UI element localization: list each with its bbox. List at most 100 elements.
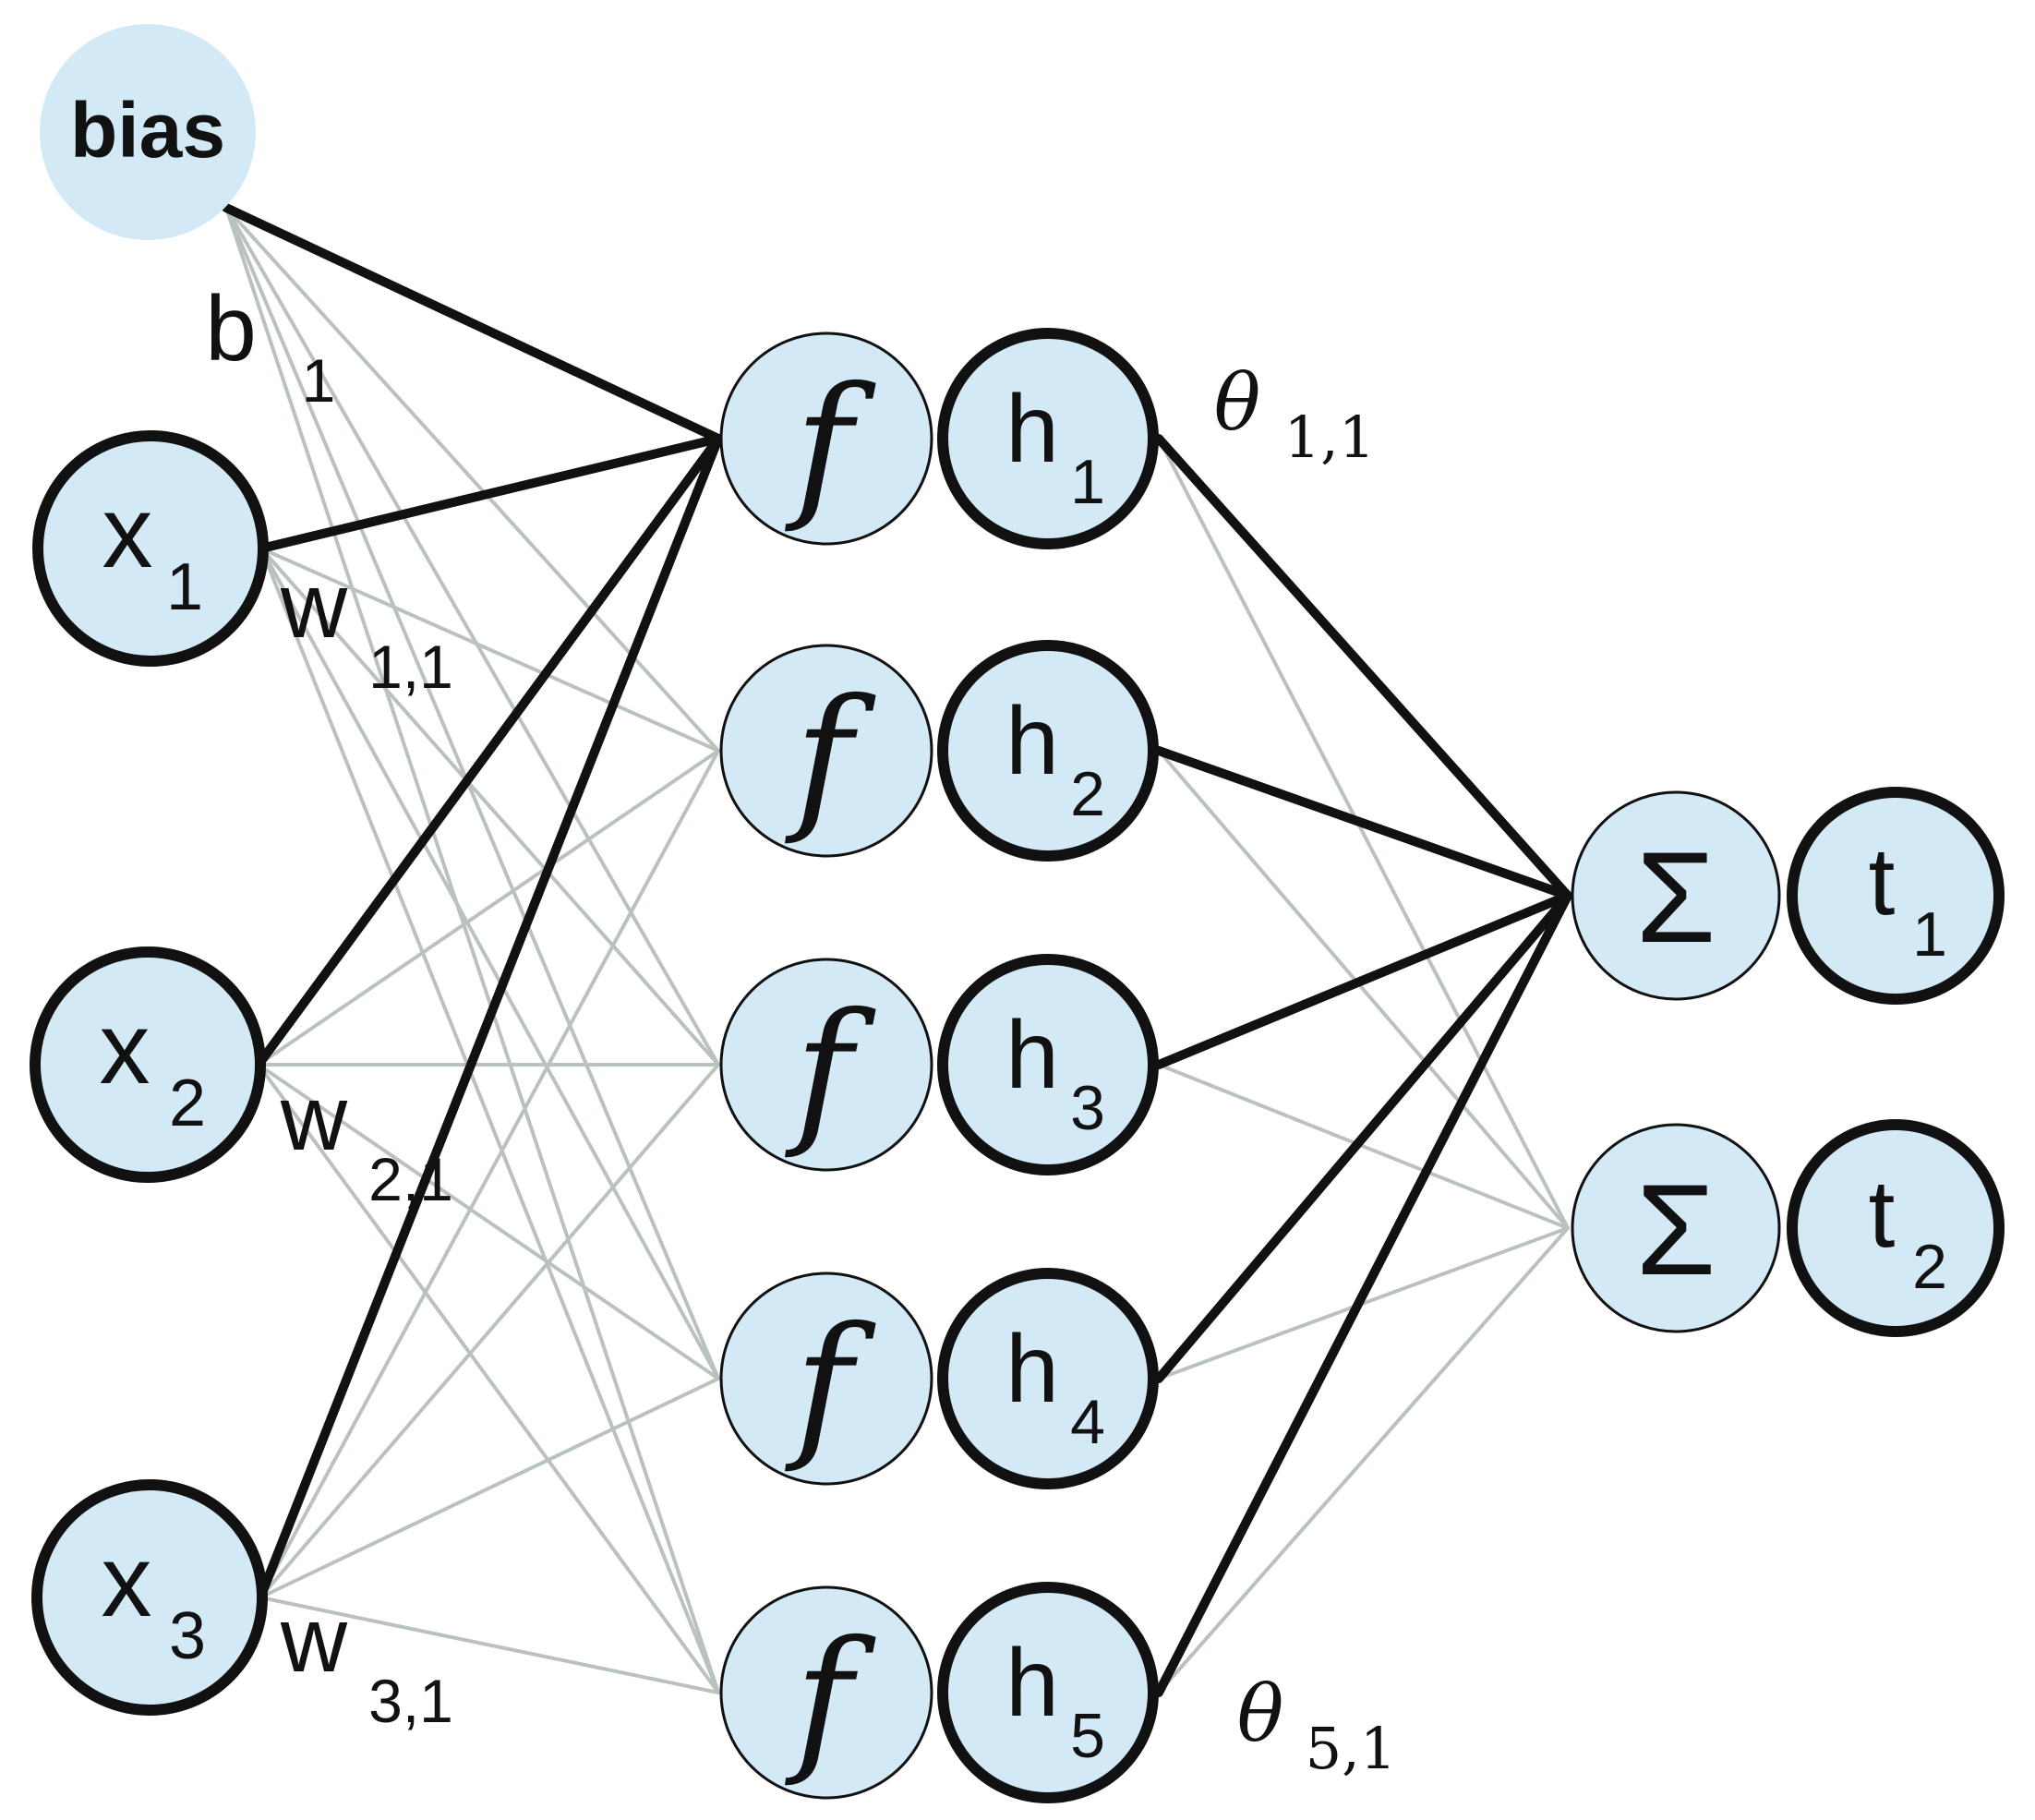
- connection-h5-to-sum-1: [1154, 891, 1572, 1697]
- output-subscript: 1: [1912, 899, 1947, 970]
- output-label: t: [1869, 828, 1896, 935]
- edge-label-main: w: [280, 1588, 348, 1692]
- connection-h4-to-sum-1: [1154, 891, 1572, 1383]
- connection-x1-to-activation-1: [257, 434, 723, 553]
- hidden-circle: [937, 1268, 1159, 1489]
- bias-node: bias: [40, 24, 256, 240]
- hidden-label: h: [1005, 1630, 1059, 1737]
- connection-bias-to-activation-5: [224, 206, 720, 1694]
- sum-node-1: Σ: [1571, 790, 1781, 1001]
- hidden-subscript: 5: [1070, 1701, 1105, 1771]
- hidden-label: h: [1005, 1316, 1059, 1423]
- activation-circle: [719, 958, 933, 1172]
- connection-x2-to-activation-1: [254, 434, 723, 1069]
- activation-node-4: f: [719, 1272, 933, 1486]
- connection-x2-to-activation-4: [257, 1063, 720, 1380]
- edge-labels: b 1 w 1,1 w 2,1 w 3,1 θ 1,1 θ 5,1: [205, 277, 1396, 1782]
- activation-circle: [719, 1585, 933, 1800]
- input-subscript: 1: [166, 550, 203, 624]
- bias-weight-label: b 1: [205, 277, 335, 415]
- bias-label: bias: [70, 87, 225, 174]
- sum-symbol: Σ: [1636, 1157, 1716, 1302]
- faint-connections: [224, 206, 1570, 1694]
- edge-label-subscript: 1,1: [368, 633, 453, 701]
- connection-h2-to-sum-2: [1157, 749, 1570, 1230]
- connection-x3-to-activation-3: [259, 1063, 720, 1599]
- bias-circle: [40, 24, 256, 240]
- activation-node-5: f: [719, 1585, 933, 1800]
- activation-node-2: f: [719, 644, 933, 858]
- activation-circle: [719, 1272, 933, 1486]
- connection-x1-to-activation-4: [259, 547, 720, 1380]
- input-circle: [32, 430, 269, 667]
- edge-label-main: θ: [1214, 357, 1261, 448]
- edge-label-subscript: 5,1: [1306, 1715, 1397, 1782]
- sum-symbol: Σ: [1636, 825, 1716, 970]
- connection-x3-to-activation-2: [259, 749, 720, 1599]
- connection-x1-to-activation-3: [259, 547, 720, 1067]
- hidden-circle: [937, 328, 1159, 549]
- edge-label-subscript: 1,1: [1284, 404, 1376, 471]
- sum-circle: [1571, 790, 1781, 1001]
- hidden-label: h: [1005, 376, 1059, 483]
- edge-label-subscript: 2,1: [368, 1145, 453, 1213]
- connection-bias-to-activation-2: [224, 206, 720, 753]
- edge-label-main: θ: [1237, 1669, 1284, 1759]
- hidden-node-h1: h 1: [937, 328, 1159, 549]
- connection-h2-to-sum-1: [1154, 746, 1572, 900]
- output-label: t: [1869, 1161, 1896, 1268]
- output-circle: [1787, 1119, 2005, 1337]
- weight-label-w31: w 3,1: [280, 1588, 453, 1735]
- hidden-subscript: 3: [1070, 1073, 1105, 1143]
- theta-label-11: θ 1,1: [1214, 357, 1376, 471]
- hidden-label: h: [1005, 1002, 1059, 1109]
- output-node-t1: t 1: [1787, 787, 2005, 1005]
- activation-circle: [719, 331, 933, 546]
- connection-x3-to-activation-5: [259, 1596, 720, 1694]
- activation-node-1: f: [719, 331, 933, 546]
- hidden-node-h3: h 3: [937, 954, 1159, 1175]
- hidden-node-h4: h 4: [937, 1268, 1159, 1489]
- activation-circle: [719, 644, 933, 858]
- nodes: bias x 1 x 2 x 3 f f f: [30, 24, 2005, 1803]
- connection-h3-to-sum-1: [1154, 891, 1572, 1069]
- edge-label-subscript: 1: [302, 346, 336, 415]
- sum-node-2: Σ: [1571, 1123, 1781, 1333]
- connection-x1-to-activation-5: [259, 547, 720, 1694]
- edge-label-subscript: 3,1: [368, 1667, 453, 1735]
- input-label: x: [102, 1525, 152, 1638]
- sum-circle: [1571, 1123, 1781, 1333]
- connection-x1-to-activation-2: [259, 547, 720, 753]
- connection-h3-to-sum-2: [1157, 1063, 1570, 1230]
- hidden-circle: [937, 640, 1159, 862]
- connection-bias-to-activation-4: [224, 206, 720, 1380]
- input-subscript: 2: [169, 1067, 206, 1140]
- weight-label-w11: w 1,1: [280, 554, 453, 701]
- weight-label-w21: w 2,1: [280, 1067, 453, 1213]
- input-node-x1: x 1: [32, 430, 269, 667]
- edge-label-main: w: [280, 1067, 348, 1170]
- hidden-label: h: [1005, 688, 1059, 795]
- hidden-subscript: 1: [1070, 447, 1105, 517]
- hidden-node-h2: h 2: [937, 640, 1159, 862]
- connection-x2-to-activation-2: [257, 749, 720, 1067]
- connection-x2-to-activation-5: [257, 1063, 720, 1694]
- highlighted-connections: [222, 203, 1572, 1697]
- connection-h1-to-sum-1: [1154, 434, 1572, 900]
- hidden-node-h5: h 5: [937, 1582, 1159, 1803]
- input-node-x2: x 2: [30, 946, 266, 1183]
- output-subscript: 2: [1912, 1232, 1947, 1302]
- connection-bias-to-activation-3: [224, 206, 720, 1067]
- hidden-subscript: 2: [1070, 759, 1105, 829]
- edge-label-main: w: [280, 554, 348, 657]
- input-subscript: 3: [169, 1599, 206, 1673]
- input-label: x: [102, 476, 153, 589]
- connection-h5-to-sum-2: [1157, 1226, 1570, 1694]
- input-node-x3: x 3: [31, 1479, 268, 1716]
- theta-label-51: θ 5,1: [1237, 1669, 1397, 1782]
- input-label: x: [100, 992, 151, 1105]
- hidden-circle: [937, 1582, 1159, 1803]
- connection-x3-to-activation-1: [256, 434, 723, 1602]
- hidden-subscript: 4: [1070, 1387, 1105, 1457]
